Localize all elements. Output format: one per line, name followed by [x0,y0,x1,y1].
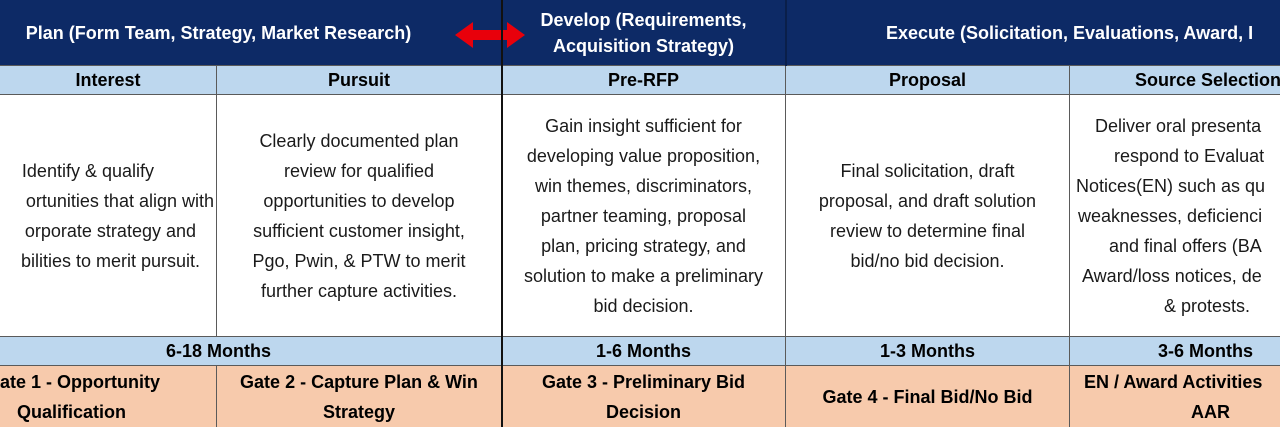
double-headed-arrow-icon [455,22,525,48]
duration-proposal: 1-3 Months [786,337,1070,366]
phase-develop: Develop (Requirements, Acquisition Strat… [502,0,786,66]
phase-divider-develop-execute [785,0,787,66]
duration-source-selection: 3-6 Months [1070,337,1280,366]
description-pre-rfp: Gain insight sufficient for developing v… [502,95,786,337]
gate-3: Gate 3 - Preliminary Bid Decision [502,366,786,427]
stage-pursuit: Pursuit [217,66,502,95]
duration-pre-rfp: 1-6 Months [502,337,786,366]
phase-execute: Execute (Solicitation, Evaluations, Awar… [786,0,1280,66]
description-source-selection: Deliver oral presenta respond to Evaluat… [1070,95,1280,337]
description-pursuit: Clearly documented plan review for quali… [217,95,502,337]
gate-4: Gate 4 - Final Bid/No Bid [786,366,1070,427]
stage-source-selection: Source Selection [1070,66,1280,95]
duration-plan: 6-18 Months [0,337,502,366]
phase-divider-plan-develop [501,0,503,427]
stage-interest: Interest [0,66,217,95]
description-interest: Identify & qualify ortunities that align… [0,95,217,337]
gate-1: ate 1 - Opportunity Qualification [0,366,217,427]
stage-proposal: Proposal [786,66,1070,95]
description-proposal: Final solicitation, draft proposal, and … [786,95,1070,337]
gate-2: Gate 2 - Capture Plan & Win Strategy [217,366,502,427]
stage-pre-rfp: Pre-RFP [502,66,786,95]
phase-plan: Plan (Form Team, Strategy, Market Resear… [0,0,502,66]
gate-5: EN / Award Activities AAR [1070,366,1280,427]
